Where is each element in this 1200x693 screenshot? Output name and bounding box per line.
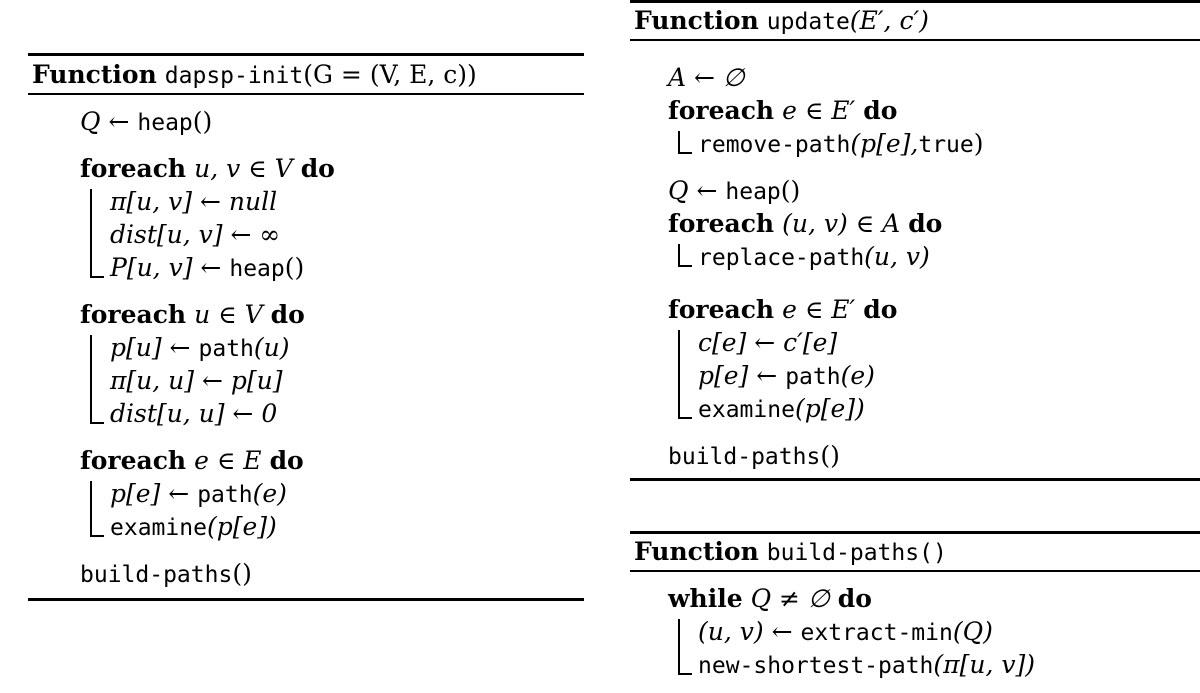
header-rule bbox=[630, 570, 1200, 572]
bottom-rule bbox=[630, 478, 1200, 481]
function-header: Function dapsp-init (G = (V, E, c)) bbox=[28, 56, 584, 93]
header-rule bbox=[28, 93, 584, 95]
statement: build-paths () bbox=[80, 559, 252, 588]
keyword-function: Function bbox=[32, 60, 157, 89]
function-body: A ← ∅ foreach e ∈ E′ do remove-path (p[e… bbox=[630, 41, 1200, 472]
loop-header: foreach u ∈ V do bbox=[80, 300, 305, 329]
function-args: () bbox=[919, 540, 947, 566]
loop-header: foreach e ∈ E do bbox=[80, 446, 304, 475]
keyword-function: Function bbox=[634, 537, 759, 566]
function-update: Function update (E′, c′) A ← ∅ foreach e… bbox=[630, 0, 1200, 481]
keyword-function: Function bbox=[634, 6, 759, 35]
function-name: update bbox=[766, 9, 850, 35]
function-name: dapsp-init bbox=[164, 63, 304, 89]
function-header: Function update (E′, c′) bbox=[630, 3, 1200, 39]
function-body: while Q ≠ ∅ do (u, v) ← extract-min (Q) … bbox=[630, 572, 1200, 681]
top-rule bbox=[630, 0, 1200, 3]
top-rule bbox=[630, 531, 1200, 534]
loop-body: π[u, v] ← null dist[u, v] ← ∞ P[u, v] ← … bbox=[80, 185, 584, 284]
loop-header: foreach u, v ∈ V do bbox=[80, 154, 335, 183]
function-header: Function build-paths () bbox=[630, 534, 1200, 570]
loop-body: p[u] ← path (u) π[u, u] ← p[u] dist[u, u… bbox=[80, 331, 584, 430]
loop-body: p[e] ← path (e) examine (p[e]) bbox=[80, 477, 584, 543]
bottom-rule bbox=[28, 598, 584, 601]
loop-body: c[e] ← c′[e] p[e] ← path (e) examine (p[… bbox=[668, 326, 1200, 425]
loop-header: foreach e ∈ E′ do bbox=[668, 96, 898, 125]
loop-body: remove-path (p[e], true ) bbox=[668, 127, 1200, 160]
function-body: Q ← heap () foreach u, v ∈ V do π[u, v] … bbox=[28, 95, 584, 590]
function-args: (E′, c′) bbox=[849, 6, 929, 35]
function-name: build-paths bbox=[766, 540, 920, 566]
function-dapsp-init: Function dapsp-init (G = (V, E, c)) Q ← … bbox=[28, 53, 584, 601]
loop-header: foreach e ∈ E′ do bbox=[668, 295, 898, 324]
function-args: (G = (V, E, c)) bbox=[303, 60, 477, 89]
statement: Q ← heap () bbox=[80, 107, 213, 136]
top-rule bbox=[28, 53, 584, 56]
loop-header: while Q ≠ ∅ do bbox=[668, 584, 872, 613]
header-rule bbox=[630, 39, 1200, 41]
function-build-paths: Function build-paths () while Q ≠ ∅ do (… bbox=[630, 531, 1200, 681]
loop-body: (u, v) ← extract-min (Q) new-shortest-pa… bbox=[668, 615, 1200, 681]
loop-header: foreach (u, v) ∈ A do bbox=[668, 209, 943, 238]
loop-body: replace-path (u, v) bbox=[668, 240, 1200, 273]
